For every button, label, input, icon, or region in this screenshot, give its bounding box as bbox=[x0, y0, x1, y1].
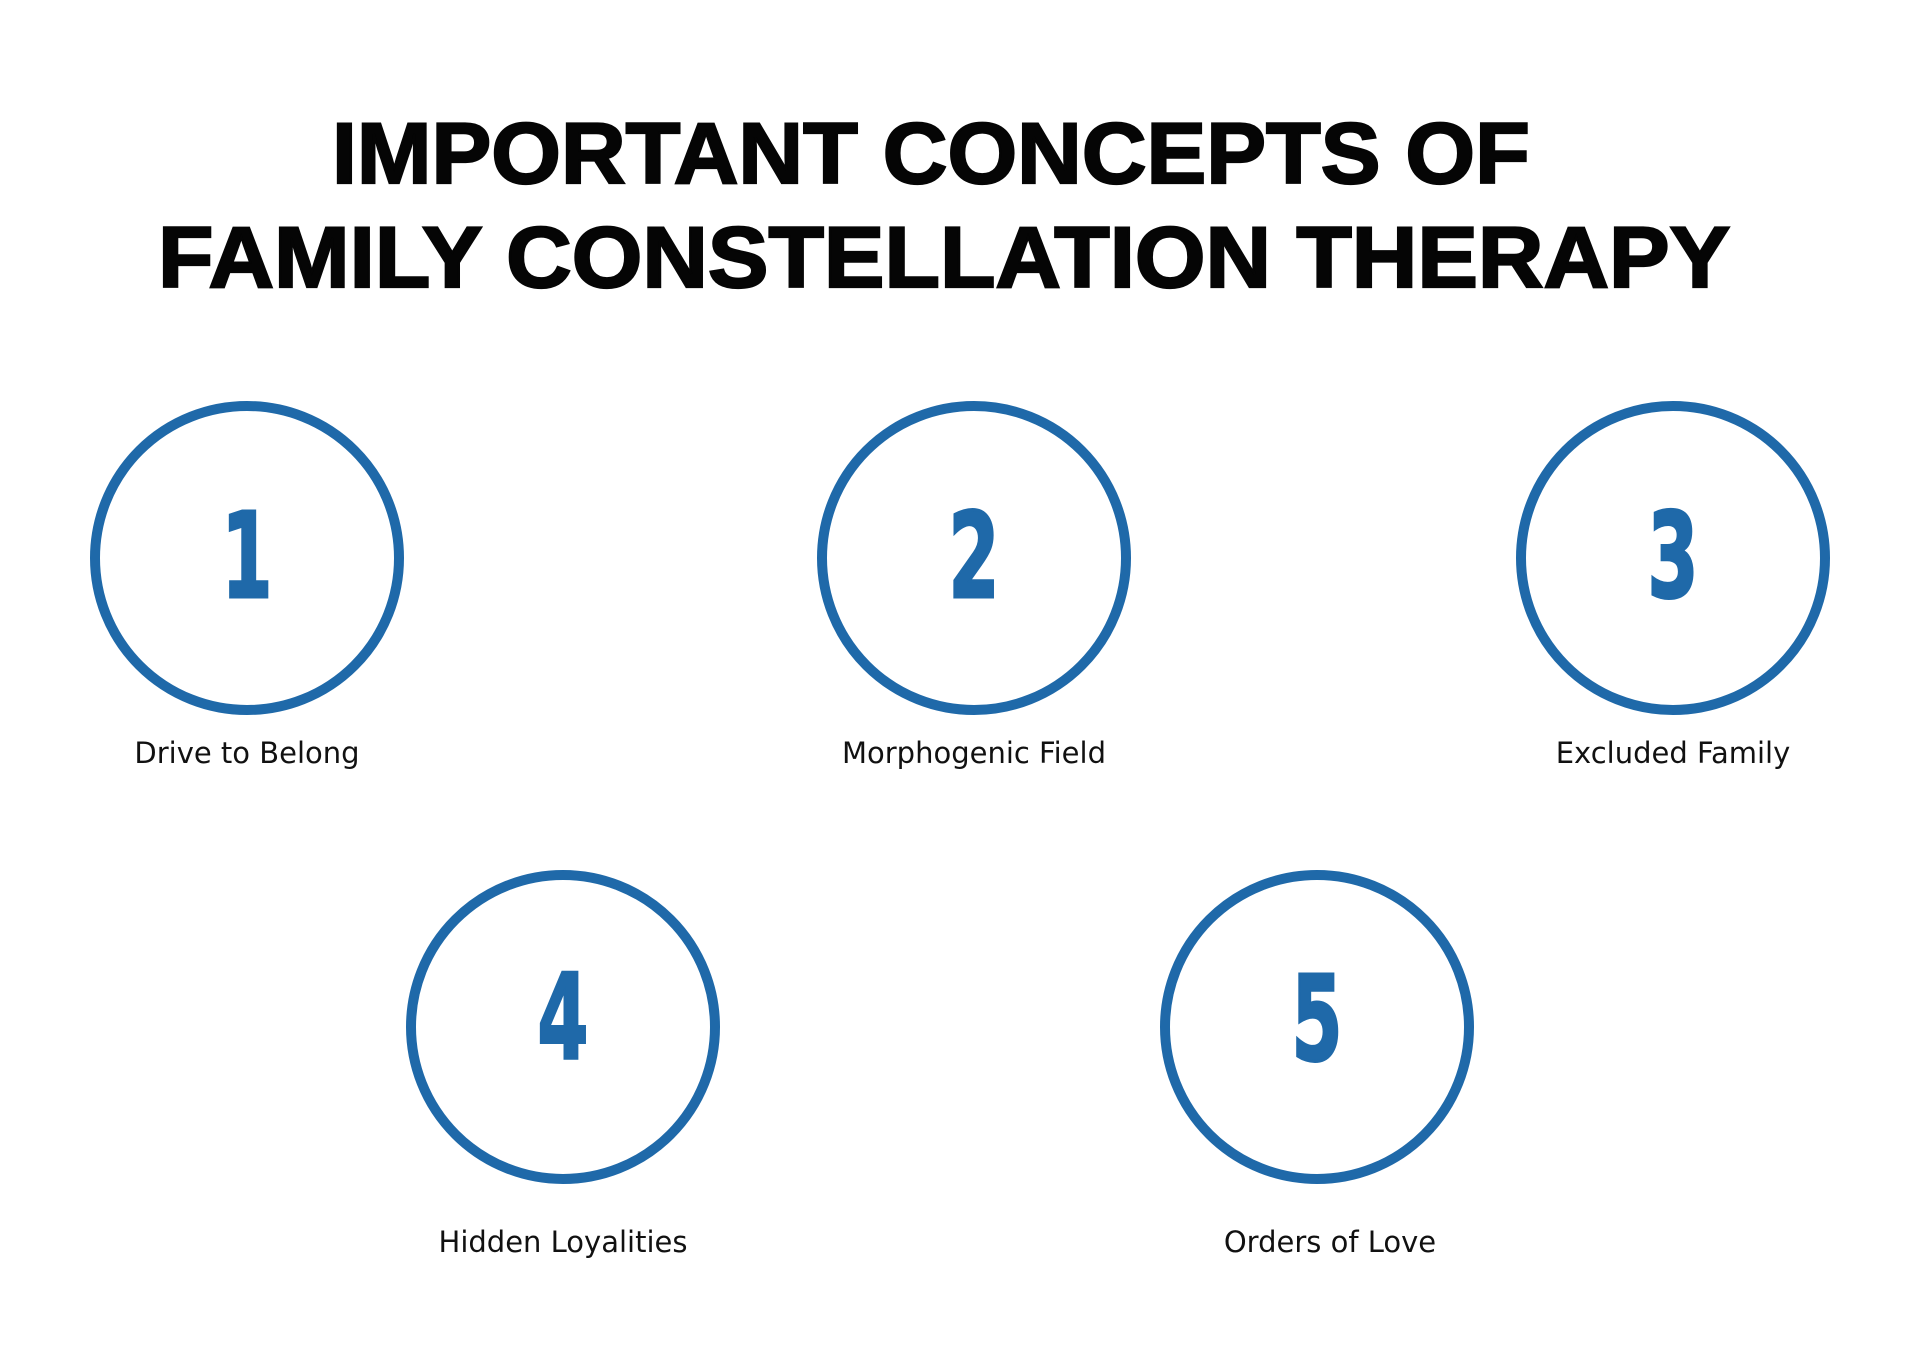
concept-label: Hidden Loyalities bbox=[438, 1225, 688, 1259]
circle-badge-icon bbox=[1516, 401, 1830, 715]
concept-label: Excluded Family bbox=[1555, 736, 1791, 770]
number-3: 3 bbox=[1647, 486, 1700, 627]
concept-label: Morphogenic Field bbox=[841, 736, 1106, 770]
circle-badge-icon bbox=[1160, 870, 1474, 1184]
title-line-1: IMPORTANT CONCEPTS OF bbox=[331, 106, 1531, 202]
circle-badge-icon bbox=[817, 401, 1131, 715]
circle-badge-icon bbox=[90, 401, 404, 715]
number-4: 4 bbox=[537, 947, 590, 1088]
title-line-2: FAMILY CONSTELLATION THERAPY bbox=[157, 210, 1732, 306]
concept-label: Orders of Love bbox=[1223, 1225, 1437, 1259]
concept-label: Drive to Belong bbox=[134, 736, 360, 770]
circle-badge-icon bbox=[406, 870, 720, 1184]
number-2: 2 bbox=[948, 486, 1001, 627]
number-5: 5 bbox=[1291, 949, 1344, 1090]
number-1: 1 bbox=[221, 486, 274, 627]
